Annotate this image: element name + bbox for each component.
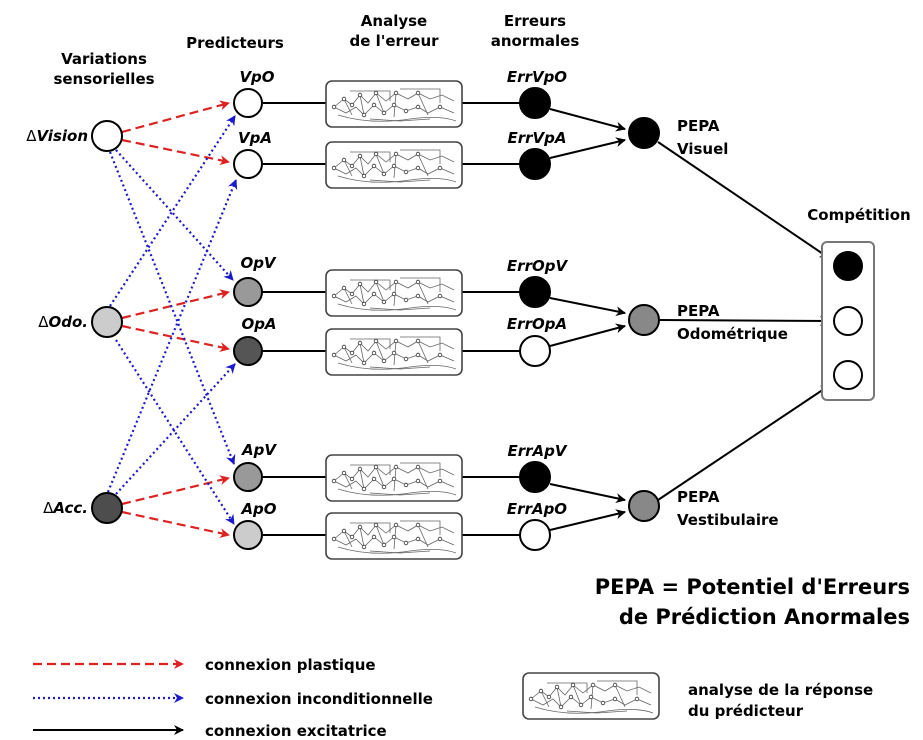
input-delta-vision: Δ xyxy=(26,127,37,145)
pepa-definition-line1: PEPA = Potentiel d'Erreurs xyxy=(595,575,910,599)
input-circle-vision xyxy=(91,120,123,152)
uncond-acc-opa xyxy=(115,363,236,495)
plastic-connections xyxy=(121,100,230,538)
pepa-visuel-line2: Visuel xyxy=(677,140,728,158)
legend-analysis-line2: du prédicteur xyxy=(688,702,804,720)
unconditional-connections xyxy=(106,115,238,525)
pepa-to-competition-arrows xyxy=(657,141,831,501)
svg-text:ΔVision: ΔVision xyxy=(26,127,88,145)
predictor-node-apo xyxy=(233,520,263,550)
uncond-acc-vpa xyxy=(106,179,238,493)
header-predicteurs: Predicteurs xyxy=(186,34,284,52)
header-erreurs-line1: Erreurs xyxy=(504,12,566,30)
input-delta-odo: Δ xyxy=(38,313,49,331)
plastic-acc-apv xyxy=(121,475,230,506)
plastic-vision-vpo xyxy=(121,100,230,134)
error-node-apo xyxy=(519,519,551,551)
input-node-vision: ΔVision xyxy=(26,120,123,152)
svg-text:ΔOdo.: ΔOdo. xyxy=(38,313,88,331)
error-node-opv xyxy=(519,276,551,308)
input-circle-odo xyxy=(91,306,123,338)
legend-excitatory-label: connexion excitatrice xyxy=(205,722,387,740)
plastic-vision-vpa xyxy=(121,138,230,166)
header-competition: Compétition xyxy=(807,206,910,224)
legend-analysis-line1: analyse de la réponse xyxy=(688,681,873,699)
competition-nodes xyxy=(833,251,863,390)
pepa-vestibulaire-line1: PEPA xyxy=(677,488,720,506)
pepa-node-visuel xyxy=(628,117,660,149)
legend-unconditional-label: connexion inconditionnelle xyxy=(205,690,433,708)
predictor-node-apv xyxy=(233,462,263,492)
error-nodes: ErrVpO ErrVpA ErrOpV ErrOpA ErrApV ErrAp… xyxy=(507,68,569,551)
error-label-opv: ErrOpV xyxy=(507,257,569,275)
error-node-apv xyxy=(519,461,551,493)
analysis-boxes xyxy=(325,80,463,560)
predictor-label-vpo: VpO xyxy=(239,68,274,86)
analysis-box-opa xyxy=(325,328,463,376)
header-variations-line1: Variations xyxy=(61,50,147,68)
legend-analysis-box xyxy=(522,672,660,720)
predictor-label-opv: OpV xyxy=(240,254,276,272)
plastic-odo-opa xyxy=(121,324,230,352)
competition-node-2 xyxy=(833,306,863,336)
error-label-vpo: ErrVpO xyxy=(507,68,567,86)
predictor-label-apv: ApV xyxy=(241,441,277,459)
predictor-label-opa: OpA xyxy=(241,315,276,333)
predictor-node-opa xyxy=(233,336,263,366)
error-node-opa xyxy=(519,335,551,367)
error-to-pepa-arrows xyxy=(549,108,626,531)
pepa-visuel-line1: PEPA xyxy=(677,117,720,135)
input-nodes: ΔVision ΔOdo. ΔAcc. xyxy=(26,120,123,524)
input-node-odo: ΔOdo. xyxy=(38,306,123,338)
analysis-box-opv xyxy=(325,269,463,317)
pepa-definition-line2: de Prédiction Anormales xyxy=(619,605,910,629)
error-label-opa: ErrOpA xyxy=(507,315,567,333)
header-erreurs-line2: anormales xyxy=(491,32,580,50)
analysis-box-vpo xyxy=(325,80,463,128)
analysis-box-apo xyxy=(325,512,463,560)
input-circle-acc xyxy=(91,492,123,524)
input-delta-acc: Δ xyxy=(43,499,54,517)
uncond-vision-opv xyxy=(115,149,234,281)
analysis-box-vpa xyxy=(325,141,463,189)
competition-node-3 xyxy=(833,360,863,390)
predictor-label-apo: ApO xyxy=(240,500,276,518)
input-label-odo: Odo. xyxy=(49,313,89,331)
uncond-vision-apv xyxy=(108,151,236,465)
svg-text:ΔAcc.: ΔAcc. xyxy=(43,499,88,517)
uncond-odo-apo xyxy=(115,339,235,525)
error-label-apo: ErrApO xyxy=(507,500,567,518)
header-analyse-line2: de l'erreur xyxy=(349,32,439,50)
competition-node-1 xyxy=(833,251,863,281)
plastic-odo-opv xyxy=(121,289,230,320)
legend-plastic-label: connexion plastique xyxy=(205,656,376,674)
predictor-node-vpa xyxy=(233,149,263,179)
pepa-vestibulaire-line2: Vestibulaire xyxy=(677,511,779,529)
input-label-vision: Vision xyxy=(36,127,88,145)
header-analyse-line1: Analyse xyxy=(361,12,427,30)
input-node-acc: ΔAcc. xyxy=(43,492,123,524)
predictor-node-opv xyxy=(233,277,263,307)
pepa-node-odometrique xyxy=(628,304,660,336)
header-variations-line2: sensorielles xyxy=(53,70,154,88)
pepa-node-vestibulaire xyxy=(628,490,660,522)
error-node-vpo xyxy=(519,87,551,119)
error-node-vpa xyxy=(519,148,551,180)
error-label-vpa: ErrVpA xyxy=(508,129,567,147)
plastic-acc-apo xyxy=(121,510,230,538)
analysis-box-apv xyxy=(325,454,463,502)
pepa-nodes: PEPA Visuel PEPA Odométrique PEPA Vestib… xyxy=(628,117,788,529)
input-label-acc: Acc. xyxy=(52,499,88,517)
predictor-label-vpa: VpA xyxy=(238,129,272,147)
predictor-lines xyxy=(263,102,520,536)
legend: connexion plastique connexion inconditio… xyxy=(33,656,873,740)
pepa-odometrique-line2: Odométrique xyxy=(677,325,788,343)
error-label-apv: ErrApV xyxy=(508,442,568,460)
pepa-odometrique-line1: PEPA xyxy=(677,302,720,320)
uncond-odo-vpo xyxy=(109,115,236,307)
predictor-nodes: VpO VpA OpV OpA ApV ApO xyxy=(233,68,277,550)
predictor-node-vpo xyxy=(233,88,263,118)
